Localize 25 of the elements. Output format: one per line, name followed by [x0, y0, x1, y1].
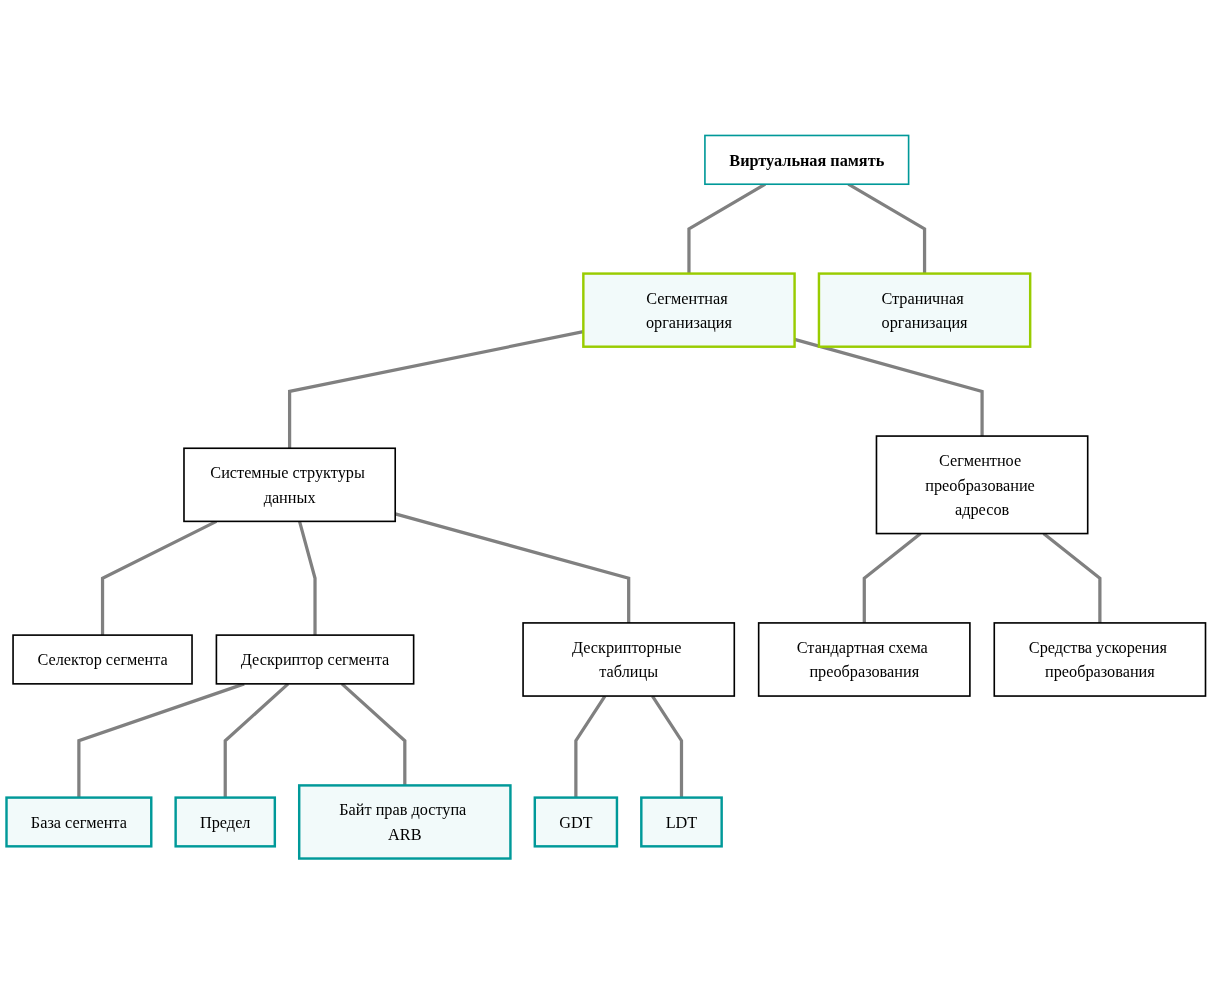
connector — [651, 695, 684, 798]
node-box: Стандартная схема преобразования — [757, 622, 971, 697]
node-box: Страничная организация — [817, 272, 1032, 348]
connector — [77, 682, 245, 798]
node-box: GDT — [533, 796, 619, 848]
node-box: Предел — [174, 796, 277, 848]
connector — [1042, 532, 1102, 623]
node-box: Дескриптор сегмента — [215, 634, 415, 685]
node-box: Дескрипторные таблицы — [522, 622, 736, 697]
connector — [794, 337, 984, 437]
node-box: LDT — [640, 796, 723, 848]
node-box: Системные структуры данных — [183, 447, 396, 523]
node-box: Сегментное преобразование адресов — [875, 435, 1089, 535]
node-box: Селектор сегмента — [12, 634, 193, 685]
node-box: Сегментная организация — [582, 272, 796, 348]
connector — [298, 520, 317, 636]
connector — [862, 532, 922, 623]
node-box: База сегмента — [5, 796, 153, 848]
connector — [223, 682, 290, 798]
connector — [340, 682, 407, 786]
connector — [574, 695, 607, 798]
node-box: Средства ускорения преобразования — [993, 622, 1207, 697]
node-box: Виртуальная память — [704, 134, 910, 186]
node-box: Байт прав доступа ARB — [297, 784, 512, 860]
connector — [287, 330, 584, 449]
